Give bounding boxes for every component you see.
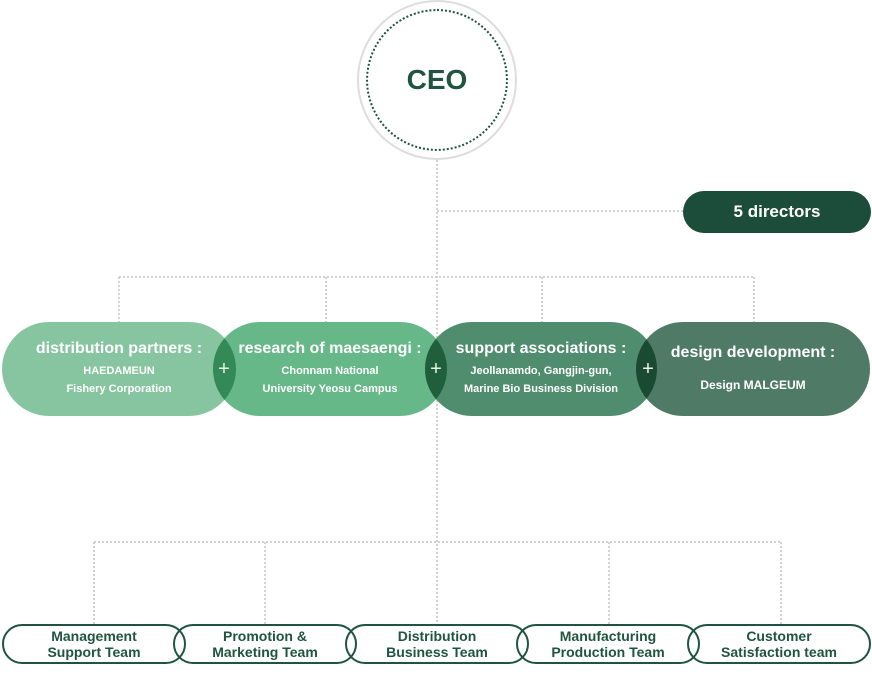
partner-line: Fishery Corporation — [66, 383, 172, 395]
partner-line: HAEDAMEUN — [83, 365, 155, 377]
team-line: Support Team — [47, 644, 141, 660]
team-promotion: Promotion &Marketing Team — [173, 624, 357, 664]
partner-title: distribution partners : — [35, 340, 203, 357]
directors-badge: 5 directors — [683, 191, 871, 233]
partner-line: University Yeosu Campus — [262, 383, 398, 395]
team-line: Management — [51, 628, 137, 644]
team-line: Customer — [746, 628, 812, 644]
partner-distribution: distribution partners : HAEDAMEUN Fisher… — [2, 322, 236, 416]
team-line: Satisfaction team — [721, 644, 837, 660]
pill-distribution — [2, 322, 236, 416]
team-line: Promotion & — [222, 628, 307, 644]
pill-support — [425, 322, 657, 416]
partner-design: design development : Design MALGEUM — [636, 322, 870, 416]
team-line: Production Team — [551, 644, 665, 660]
ceo-node: CEO — [357, 0, 517, 160]
partner-research: research of maesaengi : Chonnam National… — [213, 322, 447, 416]
partner-support: support associations : Jeollanamdo, Gang… — [425, 322, 657, 416]
partner-line: Design MALGEUM — [700, 378, 806, 392]
pill-research — [213, 322, 447, 416]
partner-line: Chonnam National — [281, 365, 379, 377]
partner-title: research of maesaengi : — [238, 340, 422, 357]
plus-icon: + — [218, 358, 230, 380]
pill-design — [636, 322, 870, 416]
plus-icon: + — [642, 358, 654, 380]
plus-icon: + — [430, 358, 442, 380]
partner-title: support associations : — [455, 340, 627, 357]
team-line: Business Team — [386, 644, 488, 660]
partner-line: Marine Bio Business Division — [463, 383, 619, 395]
team-line: Distribution — [397, 628, 477, 644]
team-line: Manufacturing — [559, 628, 657, 644]
team-line: Marketing Team — [212, 644, 318, 660]
partner-title: design development : — [670, 344, 836, 361]
ceo-label: CEO — [366, 9, 508, 151]
partner-line: Jeollanamdo, Gangjin-gun, — [470, 365, 612, 377]
